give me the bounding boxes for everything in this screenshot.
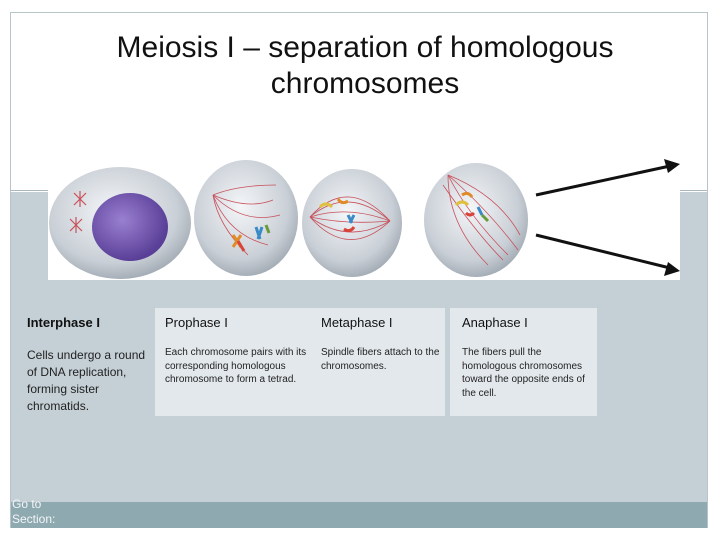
centrosome-top (73, 191, 87, 207)
phase-title-anaphase: Anaphase I (462, 315, 528, 330)
prophase-cell (194, 160, 298, 276)
phase-desc-anaphase: The fibers pull the homologous chromosom… (462, 347, 585, 399)
phase-title-interphase: Interphase I (27, 315, 100, 330)
arrow-up (535, 164, 671, 197)
meiosis-illustration (48, 155, 680, 280)
footer-bar (11, 502, 707, 528)
anaphase-cell (424, 163, 528, 277)
separating-chromosomes (454, 191, 490, 223)
phase-title-prophase: Prophase I (165, 315, 228, 330)
tetrad-chromosomes (231, 224, 271, 252)
anaphase-card (450, 308, 597, 416)
nucleus (92, 193, 168, 261)
slide-title: Meiosis I – separation of homologous chr… (116, 31, 614, 100)
centrosome-bottom (69, 217, 83, 233)
go-to-section-link[interactable]: Go to Section: (12, 497, 56, 526)
phase-title-metaphase: Metaphase I (321, 315, 393, 330)
interphase-cell (49, 167, 191, 279)
arrow-down (535, 233, 671, 270)
phase-desc-metaphase: Spindle fibers attach to the chromosomes… (321, 347, 440, 372)
phase-desc-interphase: Cells undergo a round of DNA replication… (27, 348, 146, 413)
divergence-arrows (535, 159, 680, 276)
prophase-card (155, 308, 445, 416)
aligned-chromosomes (318, 198, 356, 233)
phase-desc-prophase: Each chromosome pairs with its correspon… (165, 347, 307, 385)
metaphase-cell (302, 169, 402, 277)
